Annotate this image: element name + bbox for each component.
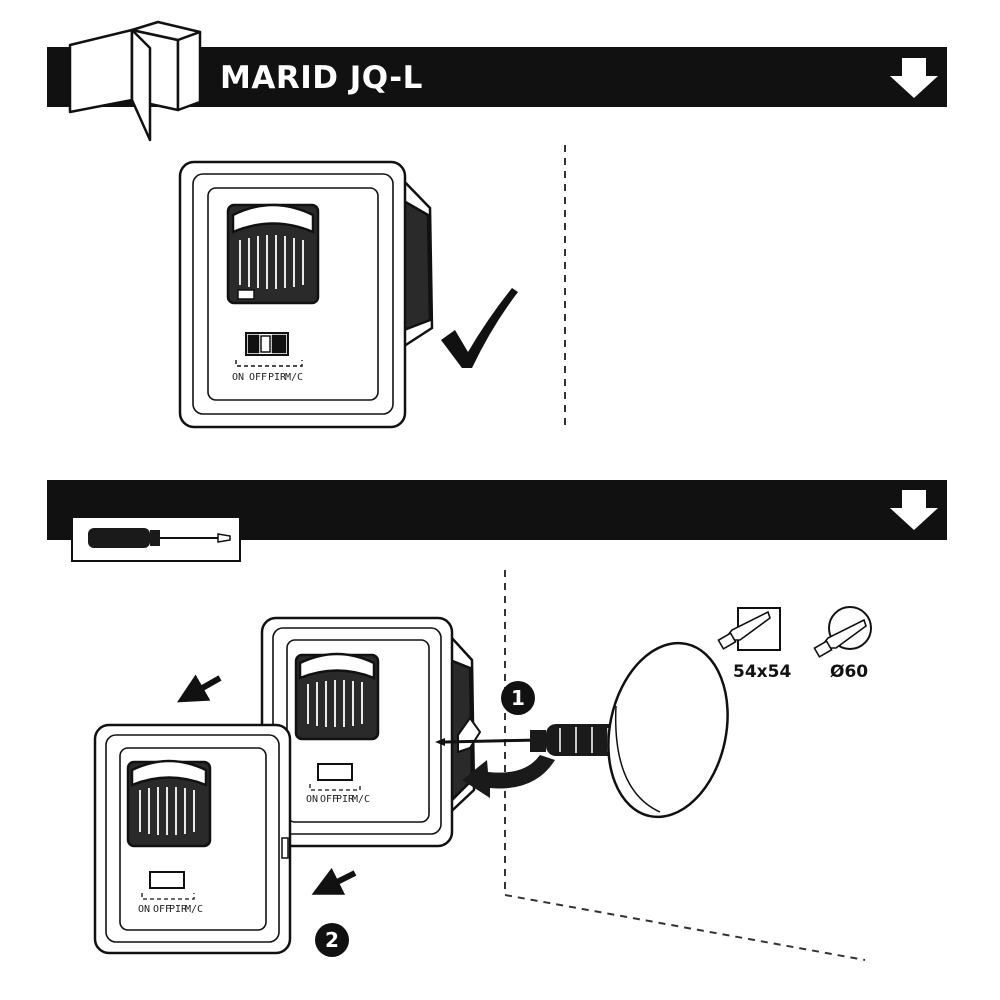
control-label-pir: PIR xyxy=(169,904,188,915)
down-arrow-icon xyxy=(890,58,938,98)
checkmark-icon xyxy=(441,288,518,368)
round-cutout-label: Ø60 xyxy=(830,662,869,682)
removal-arrow-upper xyxy=(176,674,222,703)
square-cutout-label: 54x54 xyxy=(733,662,792,682)
step-callout-2: 2 xyxy=(315,923,349,957)
round-saw-cutout-icon xyxy=(813,606,872,658)
square-saw-cutout-icon xyxy=(717,607,781,651)
motion-sensor-back xyxy=(260,616,476,848)
down-arrow-icon xyxy=(890,490,938,530)
svg-text:1: 1 xyxy=(511,686,525,710)
open-box-icon xyxy=(68,20,202,142)
wall-outline xyxy=(504,570,866,961)
rotation-arrow xyxy=(462,755,555,798)
product-title: MARID JQ-L xyxy=(220,60,423,96)
control-label-off: OFF xyxy=(153,904,171,915)
motion-sensor-front xyxy=(178,160,434,429)
step-callout-1: 1 xyxy=(501,681,535,715)
svg-text:2: 2 xyxy=(325,928,339,952)
control-label-on: ON xyxy=(232,372,244,383)
control-label-on: ON xyxy=(138,904,150,915)
control-label-on: ON xyxy=(306,794,318,805)
screwdriver-icon xyxy=(71,516,241,562)
sensor-cover-removed xyxy=(93,723,292,955)
control-label-off: OFF xyxy=(249,372,267,383)
control-label-mc: M/C xyxy=(285,372,303,383)
control-label-pir: PIR xyxy=(268,372,287,383)
control-label-mc: M/C xyxy=(352,794,370,805)
removal-arrow-lower xyxy=(311,867,357,895)
control-label-mc: M/C xyxy=(185,904,203,915)
screwdriver-in-use xyxy=(435,716,624,756)
round-wall-box xyxy=(607,641,729,819)
control-label-pir: PIR xyxy=(336,794,355,805)
control-label-off: OFF xyxy=(320,794,338,805)
